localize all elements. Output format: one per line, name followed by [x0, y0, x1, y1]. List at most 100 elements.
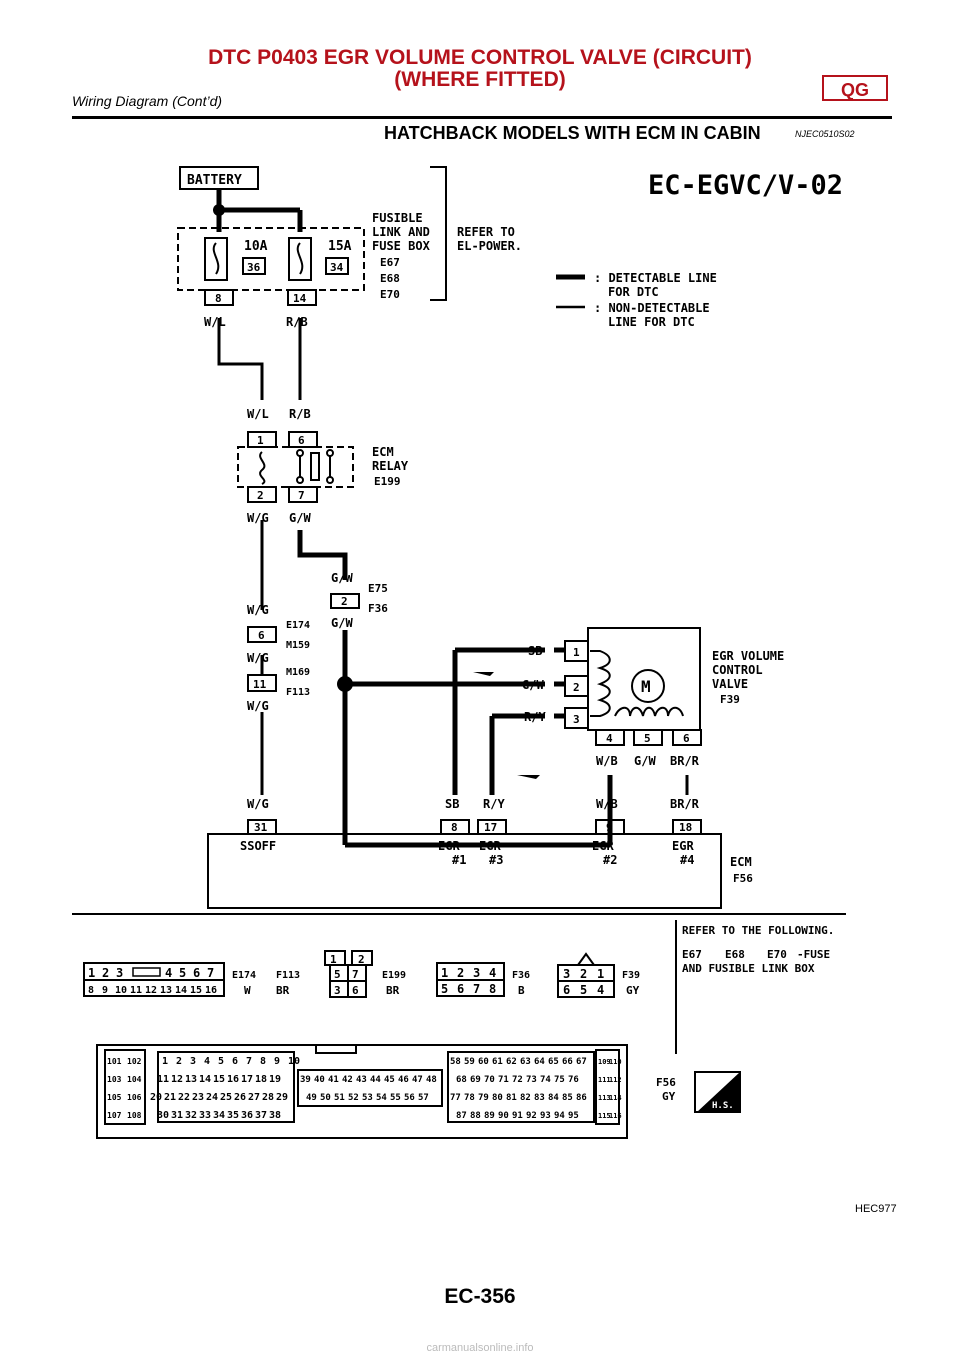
relay-pin-1: 1 — [257, 434, 264, 447]
ecm-pin-89: 89 — [484, 1111, 495, 1121]
ecm-pin-62: 62 — [506, 1057, 517, 1067]
section-title: HATCHBACK MODELS WITH ECM IN CABIN — [384, 123, 761, 143]
e174-pin-16: 16 — [205, 985, 217, 996]
ecm-pin-113: 113 — [598, 1094, 611, 1102]
ecm-pin-49: 49 — [306, 1093, 317, 1103]
f36-pin-8: 8 — [489, 982, 496, 996]
fuse-ref-e67: E67 — [682, 948, 702, 961]
ecm-pin-63: 63 — [520, 1057, 531, 1067]
wire-gw-relay: G/W — [289, 511, 311, 525]
page-number: EC-356 — [444, 1285, 516, 1308]
ecm-pin-93: 93 — [540, 1111, 551, 1121]
ecm-pin-50: 50 — [320, 1093, 331, 1103]
ecm-pin-39: 39 — [300, 1075, 311, 1085]
wire-ry-valve: R/Y — [524, 710, 546, 724]
ecm-pin-79: 79 — [478, 1093, 489, 1103]
e174-pin-1: 1 — [88, 966, 95, 980]
e174-pin-15: 15 — [190, 985, 202, 996]
ecm-pin-11: 11 — [157, 1074, 169, 1085]
relay-pin-6: 6 — [298, 434, 305, 447]
wire-brr-valve: BR/R — [670, 754, 700, 768]
e199-pin-7: 7 — [352, 968, 359, 981]
ecm-pin-27: 27 — [248, 1092, 260, 1103]
fuse-ref-e70: E70 — [767, 948, 787, 961]
ecm-relay-box — [237, 446, 354, 488]
relay-label-2: RELAY — [372, 459, 409, 473]
valve-pin-2: 2 — [573, 681, 580, 694]
ecm-pin-116: 116 — [609, 1112, 622, 1120]
ecm-pin-8: 8 — [260, 1056, 266, 1067]
ecm-pin-114: 114 — [609, 1094, 622, 1102]
connector-e70: E70 — [380, 288, 400, 301]
ecm-conn-id: F56 — [656, 1076, 676, 1089]
conn-f39-color: GY — [626, 984, 640, 997]
fuse-ref-suffix: -FUSE — [797, 948, 830, 961]
ecm-pin-48: 48 — [426, 1075, 437, 1085]
diagram-code: EC-EGVC/V-02 — [648, 170, 843, 201]
e174-pin-12: 12 — [145, 985, 157, 996]
fuse-box — [177, 227, 365, 291]
fuse-b-number: 34 — [330, 261, 344, 274]
ecm-pin-12: 12 — [171, 1074, 183, 1085]
ecm-pin-8: 8 — [451, 821, 458, 834]
conn-e174-id: E174 — [232, 970, 256, 981]
ecm-label: ECM — [730, 855, 752, 869]
wire-wg-relay: W/G — [247, 511, 269, 525]
ecm-pin-75: 75 — [554, 1075, 565, 1085]
conn-f113-color: BR — [276, 984, 290, 997]
relay-pin-7: 7 — [298, 489, 305, 502]
joint-pin-2: 2 — [341, 595, 348, 608]
ecm-pin-28: 28 — [262, 1092, 274, 1103]
ecm-pin-29: 29 — [276, 1092, 288, 1103]
e174-pin-5: 5 — [179, 966, 186, 980]
conn-f113-id: F113 — [276, 970, 300, 981]
ecm-pin-77: 77 — [450, 1093, 461, 1103]
e174-pin-11: 11 — [130, 985, 142, 996]
ecm-pin-17: 17 — [484, 821, 497, 834]
e199-pin-1: 1 — [330, 953, 337, 966]
ecm-pin-90: 90 — [498, 1111, 509, 1121]
connector-e68: E68 — [380, 272, 400, 285]
e174-pin-6: 6 — [193, 966, 200, 980]
fuse-a-number: 36 — [247, 261, 261, 274]
f36-pin-4: 4 — [489, 966, 496, 980]
figure-id: HEC977 — [855, 1203, 897, 1215]
wg-pin-11: 11 — [253, 678, 267, 691]
ecm-pin-72: 72 — [512, 1075, 523, 1085]
conn-e199-color: BR — [386, 984, 400, 997]
fuse-pin-8: 8 — [215, 292, 222, 305]
ecm-pin-26: 26 — [234, 1092, 246, 1103]
valve-pin-5: 5 — [644, 732, 651, 745]
legend-non-detectable-2: LINE FOR DTC — [608, 315, 695, 329]
ecm-term-egr3-a: EGR — [479, 839, 501, 853]
connector-e67: E67 — [380, 256, 400, 269]
ecm-connector: F56 — [733, 872, 753, 885]
f39-pin-5: 5 — [580, 983, 587, 997]
ecm-pin-34: 34 — [213, 1110, 225, 1121]
f36-pin-5: 5 — [441, 982, 448, 996]
ecm-pin-31: 31 — [171, 1110, 183, 1121]
ecm-pin-9: 9 — [606, 821, 613, 834]
conn-f36-id: F36 — [512, 970, 530, 981]
f36-pin-2: 2 — [457, 966, 464, 980]
ecm-pin-1: 1 — [162, 1056, 168, 1067]
e199-pin-2: 2 — [358, 953, 365, 966]
wire-wb-ecm: W/B — [596, 797, 618, 811]
page-subtitle: Wiring Diagram (Cont’d) — [72, 93, 223, 109]
ecm-pin-83: 83 — [534, 1093, 545, 1103]
ecm-pin-15: 15 — [213, 1074, 225, 1085]
connector-m169: M169 — [286, 667, 310, 678]
wire-gw-joint-bottom: G/W — [331, 616, 353, 630]
ecm-pin-115: 115 — [598, 1112, 611, 1120]
f39-pin-3: 3 — [563, 967, 570, 981]
ecm-pin-103: 103 — [107, 1075, 122, 1084]
ecm-term-egr1-a: EGR — [438, 839, 460, 853]
ecm-pin-13: 13 — [185, 1074, 197, 1085]
fuse-box-label-3: FUSE BOX — [372, 239, 431, 253]
ecm-pin-65: 65 — [548, 1057, 559, 1067]
connector-e174: E174 — [286, 620, 310, 631]
ecm-pin-85: 85 — [562, 1093, 573, 1103]
valve-label-1: EGR VOLUME — [712, 649, 784, 663]
